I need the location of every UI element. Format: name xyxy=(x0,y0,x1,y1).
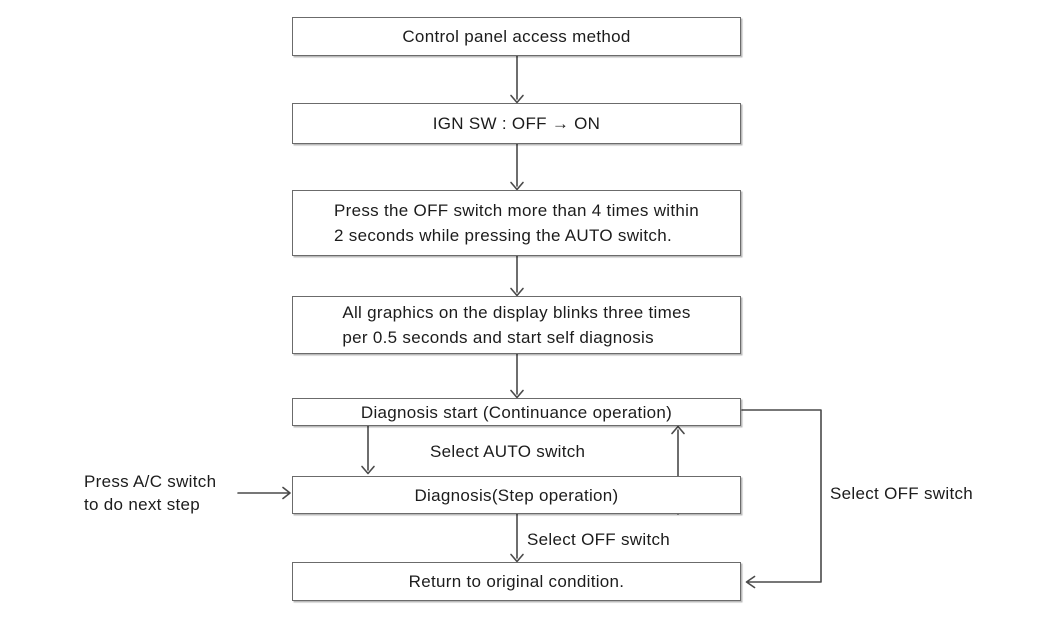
flow-box-diagnosis-start-continuance: Diagnosis start (Continuance operation) xyxy=(292,398,741,426)
edge-label-select-off-switch-down: Select OFF switch xyxy=(527,530,671,549)
flow-box-text: Return to original condition. xyxy=(408,572,625,591)
edge-label-press-ac-line2: to do next step xyxy=(84,495,201,514)
arrow-loop-box5-to-box7 xyxy=(741,409,822,589)
arrow-down-box6-to-box7 xyxy=(510,513,524,563)
edge-label-press-ac-switch: Press A/C switch to do next step xyxy=(84,470,216,516)
arrow-down-box5-to-box6 xyxy=(361,425,375,475)
flow-box-text-line2: per 0.5 seconds and start self diagnosis xyxy=(342,328,654,347)
flow-box-press-off-switch: Press the OFF switch more than 4 times w… xyxy=(292,190,741,256)
flow-box-return-to-original-condition: Return to original condition. xyxy=(292,562,741,601)
flow-box-ign-sw-off-on: IGN SW : OFF → ON xyxy=(292,103,741,144)
flow-box-diagnosis-step-operation: Diagnosis(Step operation) xyxy=(292,476,741,514)
edge-label-select-off-switch-loop: Select OFF switch xyxy=(830,484,974,503)
flow-box-text: IGN SW : OFF → ON xyxy=(432,114,601,133)
arrow-down-box4-to-box5 xyxy=(510,353,524,399)
edge-label-press-ac-line1: Press A/C switch xyxy=(84,472,217,491)
flow-box-text-line1: All graphics on the display blinks three… xyxy=(342,303,691,322)
arrow-down-box2-to-box3 xyxy=(510,143,524,191)
flow-box-text: Control panel access method xyxy=(402,27,631,46)
flow-box-control-panel-access-method: Control panel access method xyxy=(292,17,741,56)
arrow-down-box1-to-box2 xyxy=(510,55,524,104)
flow-box-graphics-blink-self-diagnosis: All graphics on the display blinks three… xyxy=(292,296,741,354)
flow-box-text-line1: Press the OFF switch more than 4 times w… xyxy=(334,201,699,220)
flow-box-text: Diagnosis start (Continuance operation) xyxy=(360,402,673,422)
arrow-press-ac-entry xyxy=(237,486,291,500)
arrow-down-box3-to-box4 xyxy=(510,255,524,297)
edge-label-select-auto-switch: Select AUTO switch xyxy=(430,442,586,461)
flow-box-text-line2: 2 seconds while pressing the AUTO switch… xyxy=(334,226,672,245)
flow-box-text: Diagnosis(Step operation) xyxy=(414,485,619,505)
